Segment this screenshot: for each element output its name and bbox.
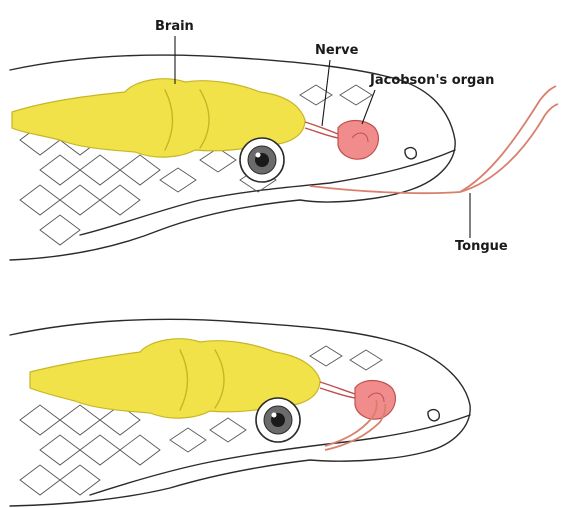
bottom-panel (10, 319, 470, 506)
label-brain: Brain (155, 19, 194, 34)
label-tongue: Tongue (455, 239, 508, 254)
leader-jacobsons-organ (362, 90, 375, 124)
label-nerve: Nerve (315, 43, 359, 58)
nerve-bottom (320, 382, 355, 398)
nostril-bottom (428, 410, 439, 421)
label-jacobsons-organ: Jacobson's organ (369, 73, 494, 88)
top-panel: Brain Nerve Jacobson's organ Tongue (10, 19, 558, 260)
nerve-top (305, 122, 338, 138)
eye-highlight-bottom (272, 413, 277, 418)
eye-highlight-top (256, 153, 261, 158)
tongue-fork-top (460, 104, 558, 192)
nostril-top (405, 148, 416, 159)
jacobsons-organ-top (338, 121, 378, 160)
